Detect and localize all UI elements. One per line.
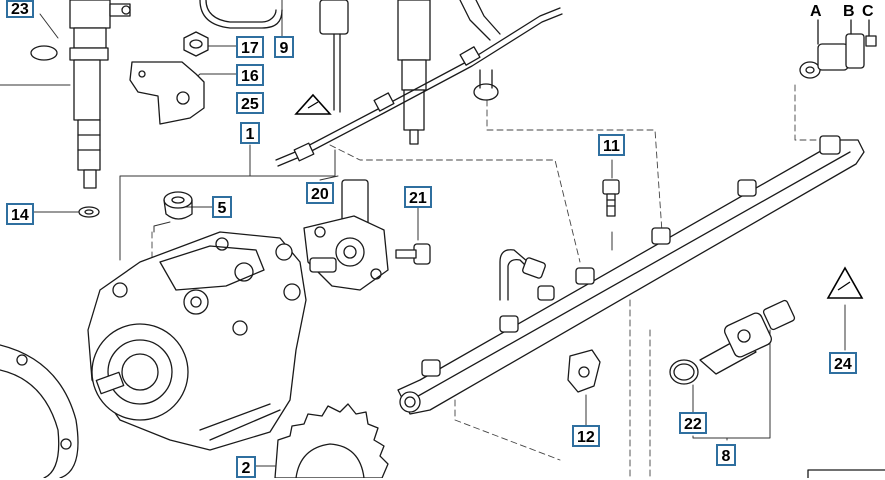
callout-21[interactable]: 21 bbox=[404, 186, 432, 208]
callout-17[interactable]: 17 bbox=[236, 36, 264, 58]
callout-12[interactable]: 12 bbox=[572, 425, 600, 447]
callout-23[interactable]: 23 bbox=[6, 0, 34, 18]
callout-22[interactable]: 22 bbox=[679, 412, 707, 434]
high-pressure-pump-1 bbox=[87, 231, 307, 451]
leader-lines bbox=[0, 0, 846, 467]
gasket-left bbox=[0, 344, 79, 478]
adapter-abc bbox=[799, 19, 877, 79]
callout-9[interactable]: 9 bbox=[274, 36, 294, 58]
drive-gear-2 bbox=[274, 403, 389, 478]
rubber-boot-5 bbox=[163, 191, 193, 220]
clip-12 bbox=[567, 349, 601, 393]
warning-triangle-icon bbox=[294, 93, 332, 115]
seal-ring-22 bbox=[669, 359, 699, 385]
injector-center bbox=[397, 0, 431, 145]
nut-17 bbox=[183, 31, 209, 57]
hose-9 bbox=[199, 0, 283, 29]
callout-25[interactable]: 25 bbox=[236, 92, 264, 114]
variant-letter-a: A bbox=[810, 3, 822, 20]
warning-triangle-icon bbox=[826, 266, 864, 299]
leak-return-line-20 bbox=[275, 0, 563, 167]
callout-20[interactable]: 20 bbox=[306, 182, 334, 204]
callout-11[interactable]: 11 bbox=[598, 134, 625, 156]
bracket-16 bbox=[129, 61, 205, 125]
callout-14[interactable]: 14 bbox=[6, 203, 34, 225]
seal-ring-23 bbox=[30, 45, 58, 61]
callout-8[interactable]: 8 bbox=[716, 444, 736, 466]
pressure-regulator bbox=[303, 179, 389, 291]
fitting-top bbox=[319, 0, 349, 113]
bolt-11 bbox=[602, 179, 620, 217]
variant-letter-b: B bbox=[843, 3, 855, 20]
injector-left bbox=[69, 0, 131, 189]
fuel-rail bbox=[397, 135, 865, 415]
callout-5[interactable]: 5 bbox=[212, 196, 232, 218]
callout-2[interactable]: 2 bbox=[236, 456, 256, 478]
callout-1[interactable]: 1 bbox=[240, 122, 260, 144]
pressure-sensor-8 bbox=[699, 299, 796, 375]
washer-14 bbox=[78, 206, 100, 218]
screw-21 bbox=[395, 243, 431, 265]
callout-16[interactable]: 16 bbox=[236, 64, 264, 86]
variant-letter-c: C bbox=[862, 3, 874, 20]
callout-24[interactable]: 24 bbox=[829, 352, 857, 374]
